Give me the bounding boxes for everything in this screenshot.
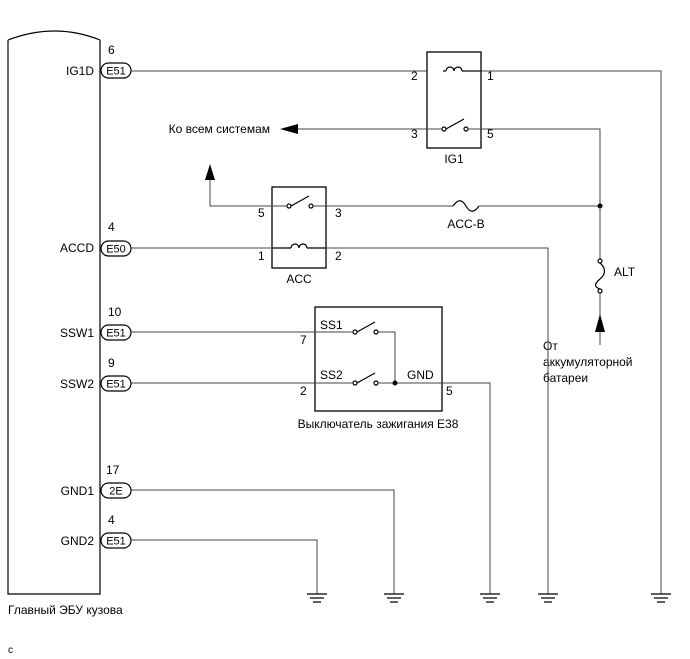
switch-pin-ss2: 2 bbox=[300, 384, 307, 398]
acc-coil bbox=[290, 243, 308, 249]
pin-label-ig1d: IG1D bbox=[66, 64, 94, 78]
connector-label-ig1d: E51 bbox=[106, 66, 126, 78]
acc-pin-coil-left: 1 bbox=[258, 249, 265, 263]
alt-terminal-bottom bbox=[597, 288, 603, 294]
ignition-switch bbox=[314, 306, 443, 412]
pin-label-accd: ACCD bbox=[60, 241, 94, 255]
arrow-left-icon bbox=[280, 124, 298, 134]
ss2-label: SS2 bbox=[320, 368, 343, 382]
wire-acc-coil-ground bbox=[326, 247, 549, 594]
battery-line3: батареи bbox=[543, 371, 588, 385]
ig1-pin-coil-left: 2 bbox=[411, 69, 418, 83]
ig1-relay bbox=[426, 51, 482, 149]
ig1-label: IG1 bbox=[444, 152, 464, 166]
arrow-up-icon bbox=[205, 164, 215, 180]
connector-label-accd: E50 bbox=[106, 244, 126, 256]
to-all-systems-label: Ко всем системам bbox=[169, 122, 270, 136]
alt-fuse-icon bbox=[594, 262, 606, 290]
arrow-up-battery-icon bbox=[595, 314, 605, 332]
ground-icon bbox=[307, 593, 327, 603]
pin-label-gnd1: GND1 bbox=[61, 484, 95, 498]
acc-pin-contact-left: 5 bbox=[258, 206, 265, 220]
ss1-inner-wire bbox=[315, 331, 396, 383]
ecu-label: Главный ЭБУ кузова bbox=[8, 603, 123, 617]
acc-pin-contact-right: 3 bbox=[335, 206, 342, 220]
pin-label-ssw1: SSW1 bbox=[60, 326, 94, 340]
alt-terminal-top bbox=[597, 258, 603, 264]
connector-label-ssw2: E51 bbox=[106, 379, 126, 391]
pin-number-gnd1: 17 bbox=[106, 463, 120, 477]
wire-ig1-coil-ground bbox=[481, 70, 662, 594]
pin-number-ssw1: 10 bbox=[108, 305, 122, 319]
ignition-switch-label: Выключатель зажигания E38 bbox=[298, 417, 459, 431]
wire-gnd2 bbox=[131, 539, 318, 594]
alt-label: ALT bbox=[614, 265, 636, 279]
switch-pin-ss1: 7 bbox=[300, 333, 307, 347]
switch-junction bbox=[392, 380, 398, 386]
pin-number-gnd2: 4 bbox=[108, 513, 115, 527]
ss1-switch-arm bbox=[356, 321, 376, 333]
accb-label: ACC-B bbox=[447, 217, 484, 231]
ig1-switch-arm bbox=[445, 118, 465, 130]
switch-pin-gnd: 5 bbox=[446, 384, 453, 398]
connector-label-gnd2: E51 bbox=[106, 536, 126, 548]
ground-icon bbox=[651, 593, 671, 603]
pin-label-ssw2: SSW2 bbox=[60, 377, 94, 391]
wire-gnd1 bbox=[131, 489, 395, 594]
ground-icon bbox=[480, 593, 500, 603]
connector-label-gnd1: 2E bbox=[109, 486, 122, 498]
battery-line2: аккумуляторной bbox=[543, 355, 633, 369]
acc-label: ACC bbox=[286, 272, 312, 286]
acc-switch-arm bbox=[290, 195, 310, 207]
ecu-top-break bbox=[7, 30, 101, 41]
acc-pin-coil-right: 2 bbox=[335, 249, 342, 263]
ecu-body bbox=[7, 40, 101, 595]
wire-acc-output bbox=[209, 180, 272, 207]
accb-fuse-icon bbox=[452, 200, 480, 212]
pin-number-ssw2: 9 bbox=[108, 356, 115, 370]
wire-ig1-bus bbox=[481, 128, 601, 205]
ig1-coil bbox=[445, 66, 463, 72]
ss2-switch-arm bbox=[356, 372, 376, 384]
battery-line1: От bbox=[543, 339, 558, 353]
connector-label-ssw1: E51 bbox=[106, 328, 126, 340]
ig1-pin-contact-right: 5 bbox=[487, 127, 494, 141]
ig1-pin-contact-left: 3 bbox=[411, 127, 418, 141]
pin-number-accd: 4 bbox=[108, 220, 115, 234]
pin-number-ig1d: 6 bbox=[108, 43, 115, 57]
gnd-label: GND bbox=[407, 368, 434, 382]
ss1-label: SS1 bbox=[320, 318, 343, 332]
pin-label-gnd2: GND2 bbox=[61, 534, 95, 548]
ground-icon bbox=[384, 593, 404, 603]
ig1-pin-coil-right: 1 bbox=[487, 69, 494, 83]
wire-switch-ground bbox=[442, 382, 491, 594]
ground-icon bbox=[538, 593, 558, 603]
footer-mark: c bbox=[8, 645, 13, 656]
acc-relay bbox=[271, 186, 327, 269]
